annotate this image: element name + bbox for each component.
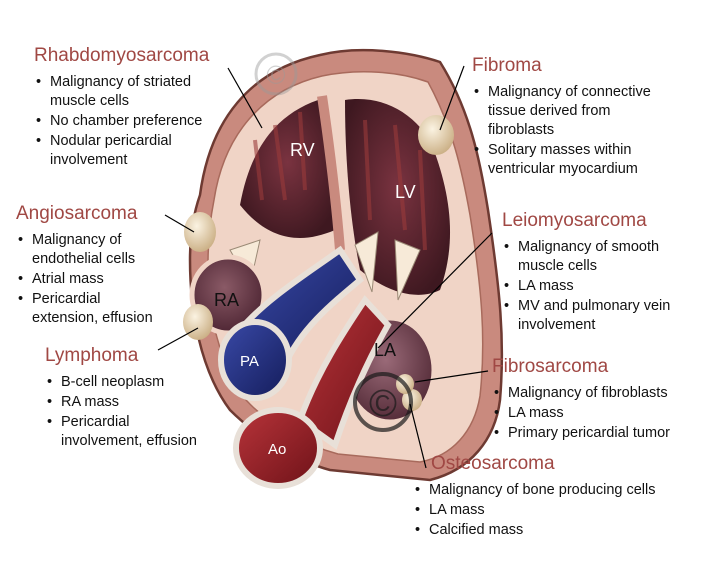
angiosarcoma-title: Angiosarcoma [16, 203, 138, 224]
watermark-large: © [369, 383, 397, 425]
osteosarcoma-bullet-2: LA mass [413, 501, 656, 520]
watermarks: © © [254, 52, 413, 432]
angiosarcoma-bullet-2: Atrial mass [16, 270, 153, 289]
label-lv: LV [395, 182, 416, 202]
leader-lines [157, 65, 493, 469]
osteosarcoma-bullet-1: Malignancy of bone producing cells [413, 481, 656, 500]
fibrosarcoma-bullet-1: Malignancy of fibroblasts [492, 384, 670, 403]
leiomyosarcoma-bullet-2: LA mass [502, 277, 670, 296]
fibrosarcoma-bullet-2: LA mass [492, 404, 670, 423]
lymphoma-bullets: B-cell neoplasm RA mass Pericardial invo… [45, 373, 197, 451]
great-vessels [218, 245, 392, 489]
lymphoma-title: Lymphoma [45, 345, 139, 366]
fibrosarcoma-title: Fibrosarcoma [492, 356, 609, 377]
label-ao: Ao [268, 441, 287, 458]
leiomyosarcoma-title: Leiomyosarcoma [502, 210, 647, 231]
lymphoma-block: Lymphoma B-cell neoplasm RA mass Pericar… [45, 345, 197, 452]
fibroma-bullet-2: Solitary masses within ventricular myoca… [472, 141, 651, 179]
watermark-small: © [266, 60, 285, 90]
fibrosarcoma-bullet-3: Primary pericardial tumor [492, 424, 670, 443]
lymphoma-bullet-3: Pericardial involvement, effusion [45, 413, 197, 451]
fibroma-title: Fibroma [472, 55, 542, 76]
rhabdomyosarcoma-block: Rhabdomyosarcoma Malignancy of striated … [34, 45, 209, 171]
fibroma-bullet-1: Malignancy of connective tissue derived … [472, 83, 651, 140]
angiosarcoma-bullet-3: Pericardial extension, effusion [16, 290, 153, 328]
rhabdomyosarcoma-bullet-3: Nodular pericardial involvement [34, 132, 209, 170]
angiosarcoma-bullets: Malignancy of endothelial cells Atrial m… [16, 231, 153, 328]
lymphoma-bullet-2: RA mass [45, 393, 197, 412]
label-rv: RV [290, 140, 315, 160]
lymphoma-bullet-1: B-cell neoplasm [45, 373, 197, 392]
fibroma-bullets: Malignancy of connective tissue derived … [472, 83, 651, 179]
rhabdomyosarcoma-bullet-2: No chamber preference [34, 112, 209, 131]
rhabdomyosarcoma-bullets: Malignancy of striated muscle cells No c… [34, 73, 209, 170]
osteosarcoma-block: Osteosarcoma Malignancy of bone producin… [413, 453, 656, 541]
fibrosarcoma-block: Fibrosarcoma Malignancy of fibroblasts L… [492, 356, 670, 444]
leiomyosarcoma-block: Leiomyosarcoma Malignancy of smooth musc… [502, 210, 670, 336]
label-pa: PA [240, 353, 259, 370]
leiomyosarcoma-bullet-1: Malignancy of smooth muscle cells [502, 238, 670, 276]
leiomyosarcoma-bullets: Malignancy of smooth muscle cells LA mas… [502, 238, 670, 335]
fibrosarcoma-bullets: Malignancy of fibroblasts LA mass Primar… [492, 384, 670, 443]
osteosarcoma-bullets: Malignancy of bone producing cells LA ma… [413, 481, 656, 540]
leiomyosarcoma-bullet-3: MV and pulmonary vein involvement [502, 297, 670, 335]
label-la: LA [374, 340, 397, 360]
angiosarcoma-bullet-1: Malignancy of endothelial cells [16, 231, 153, 269]
fibroma-block: Fibroma Malignancy of connective tissue … [472, 55, 651, 180]
rhabdomyosarcoma-title: Rhabdomyosarcoma [34, 45, 210, 66]
osteosarcoma-bullet-3: Calcified mass [413, 521, 656, 540]
rhabdomyosarcoma-bullet-1: Malignancy of striated muscle cells [34, 73, 209, 111]
osteosarcoma-title: Osteosarcoma [431, 453, 555, 474]
angiosarcoma-block: Angiosarcoma Malignancy of endothelial c… [16, 203, 153, 329]
label-ra: RA [214, 290, 240, 310]
